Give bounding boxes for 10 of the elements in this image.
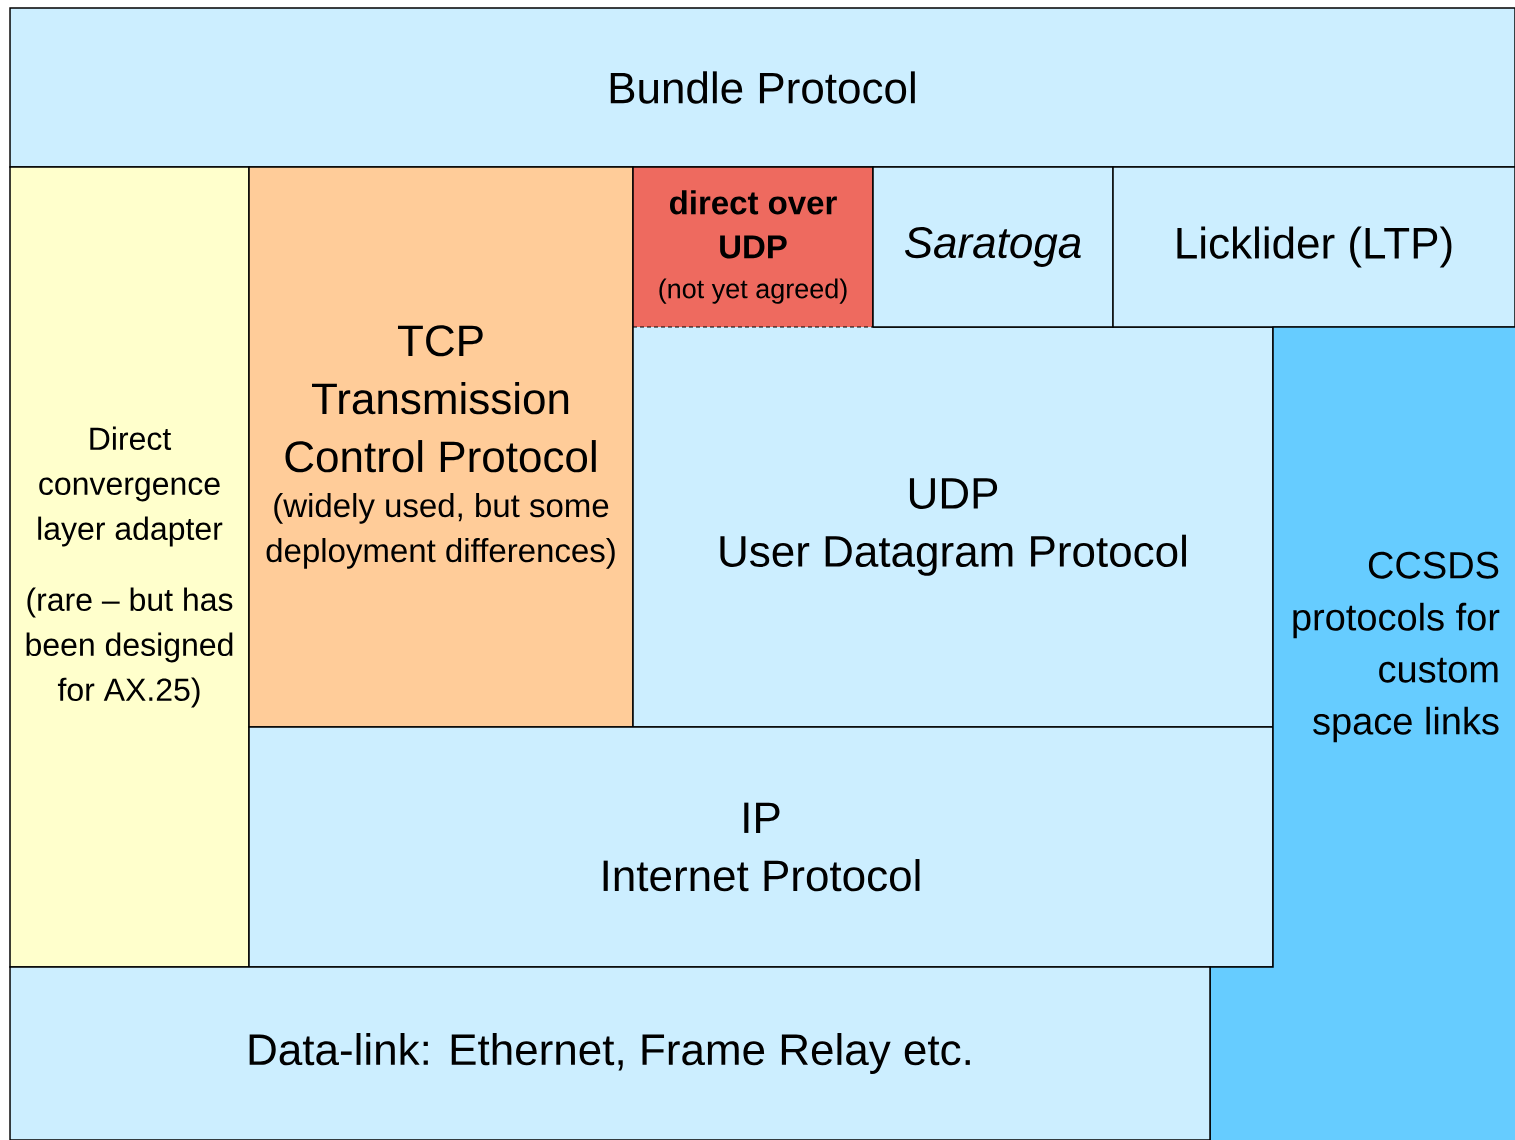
protocol-box: direct over UDP (not yet agreed) [632,166,874,328]
protocol-box: IP Internet Protocol [248,726,1274,968]
protocol-box: Data-link: Ethernet, Frame Relay etc. [9,966,1211,1140]
protocol-box: Saratoga [872,166,1114,328]
node-label: UDP [909,478,998,509]
protocol-box: CCSDS protocols for custom space links [1209,326,1515,1140]
protocol-box: Licklider (LTP) [1112,166,1515,328]
protocol-box: TCP Transmission Control Protocol (widely used, but some deployment differences) [248,166,634,728]
protocol-box: Direct convergence layer adapter (rare – but has been designed for AX.25) [9,166,250,968]
node-label: User Datagram Protocol [720,534,1186,576]
